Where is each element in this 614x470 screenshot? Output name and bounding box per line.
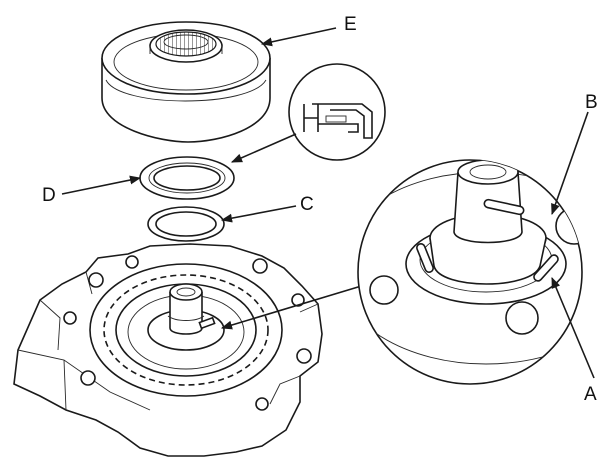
label-e: E (344, 14, 357, 35)
detail-pointer-arrow (230, 133, 297, 163)
seal-ring-b (483, 198, 525, 216)
seal-ring-a-left (416, 243, 434, 273)
pump-housing (13, 243, 323, 457)
part-e-drum (101, 21, 271, 143)
label-c: C (300, 194, 314, 215)
washer-section-detail (288, 63, 386, 161)
seal-ring-a-right (533, 254, 559, 282)
label-a: A (584, 384, 597, 405)
zoom-detail-circle (357, 159, 583, 385)
label-d: D (42, 185, 56, 206)
zoom-pointer-arrow (220, 283, 369, 330)
part-d-thrust-washer (139, 156, 235, 200)
leader-lines (61, 27, 595, 379)
label-b: B (585, 92, 598, 113)
part-c-thrust-washer (147, 206, 225, 242)
